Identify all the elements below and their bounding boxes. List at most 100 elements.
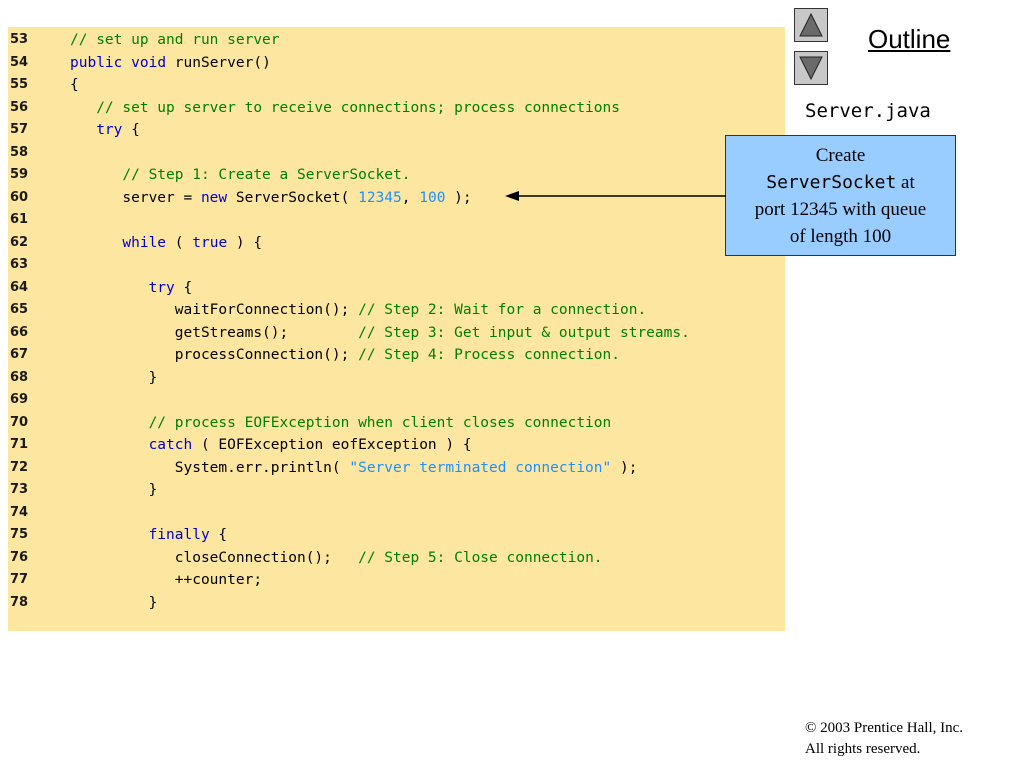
code-line: 73 }	[8, 479, 785, 501]
callout-line-2: ServerSocket at	[726, 169, 955, 196]
code-token: {	[70, 77, 79, 93]
code-line: 53// set up and run server	[8, 29, 785, 51]
code-token: ) {	[227, 234, 263, 251]
code-text: // Step 1: Create a ServerSocket.	[70, 164, 410, 186]
code-token: );	[445, 189, 472, 206]
code-line: 54 public void runServer()	[8, 52, 785, 74]
line-number: 55	[10, 77, 29, 92]
code-line: 78 }	[8, 592, 785, 614]
code-token: "Server terminated connection"	[349, 459, 612, 476]
code-line: 66 getStreams(); // Step 3: Get input & …	[8, 322, 785, 344]
code-line: 77 ++counter;	[8, 569, 785, 591]
line-number: 53	[10, 32, 29, 47]
code-line: 70 // process EOFException when client c…	[8, 412, 785, 434]
code-text: catch ( EOFException eofException ) {	[70, 434, 472, 456]
copyright-line-2: All rights reserved.	[805, 741, 921, 757]
code-token: try	[148, 279, 175, 296]
line-number: 56	[10, 99, 29, 115]
line-number: 61	[10, 212, 29, 227]
code-text: // process EOFException when client clos…	[70, 412, 612, 434]
code-line: 55 {	[8, 74, 785, 96]
triangle-up-icon	[798, 12, 824, 38]
code-token: while	[122, 234, 167, 251]
copyright-notice: © 2003 Prentice Hall, Inc. All rights re…	[805, 718, 963, 760]
code-text: while ( true ) {	[70, 232, 262, 254]
callout-line-4: of length 100	[789, 226, 892, 247]
code-token: getStreams();	[70, 324, 359, 341]
code-token	[70, 235, 122, 251]
code-token: // Step 3: Get input & output streams.	[358, 324, 690, 341]
line-number: 59	[10, 167, 29, 182]
code-token	[70, 122, 96, 138]
file-name-label: Server.java	[805, 100, 931, 122]
code-text: server = new ServerSocket( 12345, 100 );	[70, 187, 472, 209]
code-token	[122, 55, 131, 71]
copyright-line-1: © 2003 Prentice Hall, Inc.	[805, 718, 963, 739]
code-line: 56 // set up server to receive connectio…	[8, 97, 785, 119]
code-token: new	[200, 189, 228, 206]
code-token: }	[70, 482, 158, 498]
code-token: processConnection();	[70, 347, 359, 363]
code-token: ( EOFException eofException ) {	[192, 437, 472, 453]
code-text: {	[70, 74, 79, 96]
line-number: 78	[10, 594, 29, 610]
code-text: System.err.println( "Server terminated c…	[70, 457, 638, 479]
code-token: (	[166, 234, 193, 251]
code-line: 58	[8, 142, 785, 164]
code-line: 65 waitForConnection(); // Step 2: Wait …	[8, 299, 785, 321]
code-line: 67 processConnection(); // Step 4: Proce…	[8, 344, 785, 366]
code-text: }	[70, 367, 158, 389]
code-token: waitForConnection();	[70, 302, 359, 318]
line-number: 66	[10, 324, 29, 340]
code-token: ++counter;	[70, 572, 263, 588]
callout-line-1: Create	[815, 145, 866, 166]
code-token: // process EOFException when client clos…	[70, 414, 612, 431]
code-text: // set up server to receive connections;…	[70, 97, 620, 119]
code-token: // Step 4: Process connection.	[358, 347, 620, 363]
code-token: finally	[148, 527, 210, 543]
code-token: server =	[70, 189, 201, 206]
code-token: catch	[148, 437, 193, 453]
line-number: 54	[10, 54, 29, 70]
line-number: 60	[10, 189, 29, 205]
annotation-callout: Create ServerSocket at port 12345 with q…	[725, 135, 956, 256]
code-token: );	[611, 459, 638, 476]
line-number: 64	[10, 279, 29, 295]
code-line: 68 }	[8, 367, 785, 389]
line-number: 57	[10, 122, 29, 137]
code-line: 61	[8, 209, 785, 231]
code-token: // Step 5: Close connection.	[358, 549, 603, 566]
code-token: {	[209, 527, 228, 543]
code-text: ++counter;	[70, 569, 262, 591]
triangle-down-icon	[798, 55, 824, 81]
code-text: try {	[70, 119, 140, 141]
code-token: try	[96, 122, 123, 138]
code-line: 74	[8, 502, 785, 524]
code-line: 64 try {	[8, 277, 785, 299]
code-text: try {	[70, 277, 193, 299]
code-line: 72 System.err.println( "Server terminate…	[8, 457, 785, 479]
code-text: }	[70, 592, 158, 614]
code-line: 75 finally {	[8, 524, 785, 546]
previous-slide-button[interactable]	[794, 8, 828, 42]
code-line: 63	[8, 254, 785, 276]
code-line: 71 catch ( EOFException eofException ) {	[8, 434, 785, 456]
code-token: // Step 1: Create a ServerSocket.	[70, 167, 411, 183]
code-text: finally {	[70, 524, 228, 546]
line-number: 62	[10, 234, 29, 250]
callout-arrow	[505, 191, 726, 201]
code-token: void	[131, 54, 167, 71]
code-token: public	[70, 54, 123, 71]
outline-link[interactable]: Outline	[868, 24, 951, 54]
code-text: waitForConnection(); // Step 2: Wait for…	[70, 299, 646, 321]
line-number: 75	[10, 527, 29, 542]
line-number: 68	[10, 369, 29, 385]
code-text: }	[70, 479, 158, 501]
next-slide-button[interactable]	[794, 51, 828, 85]
code-token: System.err.println(	[70, 459, 350, 476]
code-token: runServer()	[166, 54, 271, 71]
code-token: ServerSocket(	[227, 189, 359, 206]
code-token: true	[192, 234, 228, 251]
code-token: 12345	[358, 189, 402, 206]
